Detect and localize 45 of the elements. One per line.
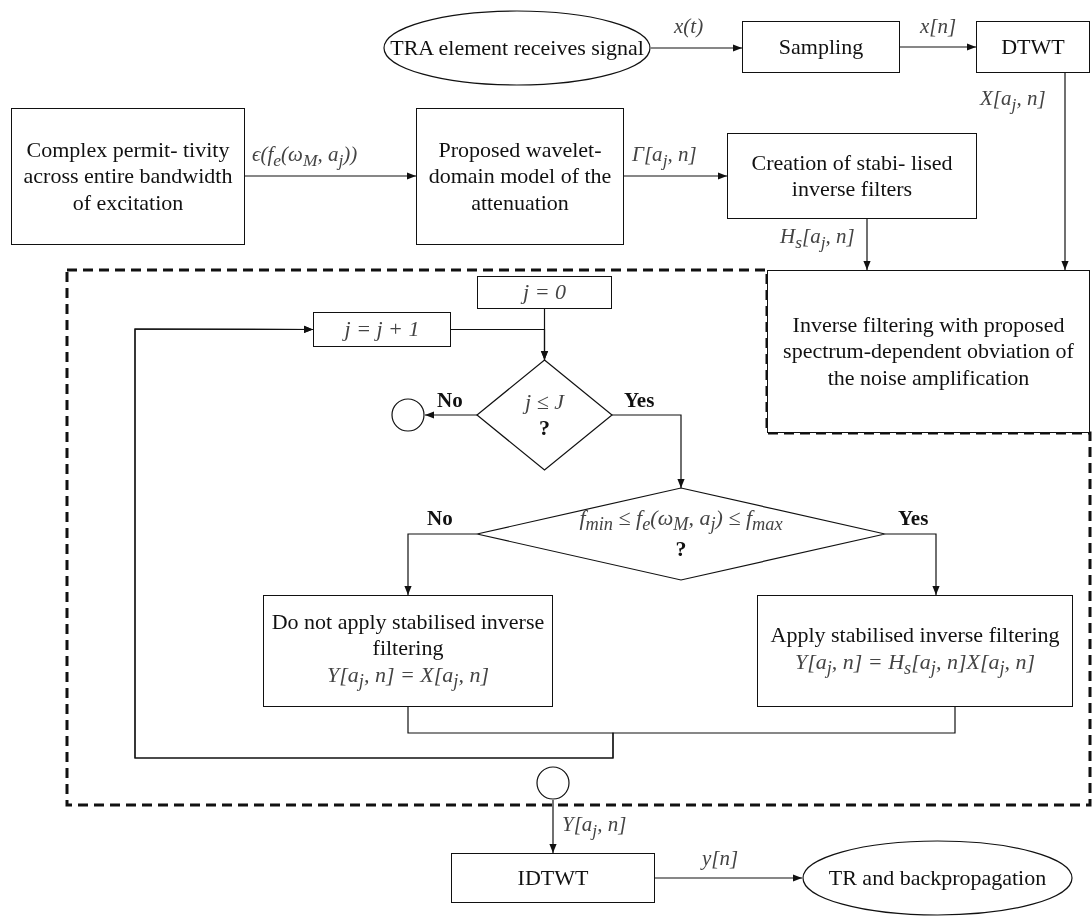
process-box xyxy=(416,108,624,245)
process-box xyxy=(742,21,900,73)
node-text: Apply stabilised inverse filtering xyxy=(770,622,1060,649)
node-text: IDTWT xyxy=(517,864,589,892)
process-box xyxy=(727,133,977,219)
node-text: Sampling xyxy=(778,33,864,61)
node-text: DTWT xyxy=(1001,33,1065,61)
node-text: Inverse filtering with proposed spectrum-dependent obviation of the noise amplification xyxy=(782,311,1075,392)
formula-text: j = j + 1 xyxy=(344,316,420,343)
process-box xyxy=(263,595,553,707)
arrow xyxy=(650,44,743,52)
dashed-group-outline xyxy=(67,270,1090,805)
arrow xyxy=(134,325,956,759)
arrow xyxy=(404,533,478,596)
formula-text: f$_{min}$ ≤ f$_{e}$(ω$_{M}$, a$_{j}$) ≤ f$_{max}$ xyxy=(579,505,783,537)
node-text: TR and backpropagation xyxy=(828,864,1047,892)
process-box xyxy=(11,108,245,245)
node-text: Creation of stabi- lised inverse filters xyxy=(750,149,954,203)
connector-circle xyxy=(536,766,570,800)
question-mark: ? xyxy=(539,415,550,442)
process-box xyxy=(757,595,1073,707)
arrow xyxy=(450,328,549,361)
terminator-circle xyxy=(391,398,425,432)
question-mark: ? xyxy=(675,536,687,563)
formula-text: Y[a$_{j}$, n] = H$_{s}$[a$_{j}$, n]X[a$_{j}$, n] xyxy=(794,648,1036,680)
node-text: Complex permit- tivity across entire bandwidth of excitation xyxy=(22,136,234,217)
arrow xyxy=(884,533,940,596)
arrow xyxy=(623,172,728,180)
process-box xyxy=(451,853,655,903)
arrow xyxy=(244,172,417,180)
arrow xyxy=(424,411,478,419)
node-text: Proposed wavelet-domain model of the attenuation xyxy=(427,136,613,217)
arrow xyxy=(549,799,557,854)
process-box xyxy=(767,270,1090,433)
arrow xyxy=(611,414,685,489)
process-box xyxy=(313,312,451,347)
node-text: Do not apply stabilised inverse filtering xyxy=(270,608,546,662)
process-box xyxy=(477,276,612,309)
arrow xyxy=(863,218,871,271)
arrow xyxy=(1061,72,1069,271)
formula-text: Y[a$_{j}$, n] = X[a$_{j}$, n] xyxy=(327,661,489,694)
arrow xyxy=(899,43,977,51)
process-box xyxy=(976,21,1090,73)
node-text: TRA element receives signal xyxy=(390,34,644,62)
arrow xyxy=(654,874,803,882)
